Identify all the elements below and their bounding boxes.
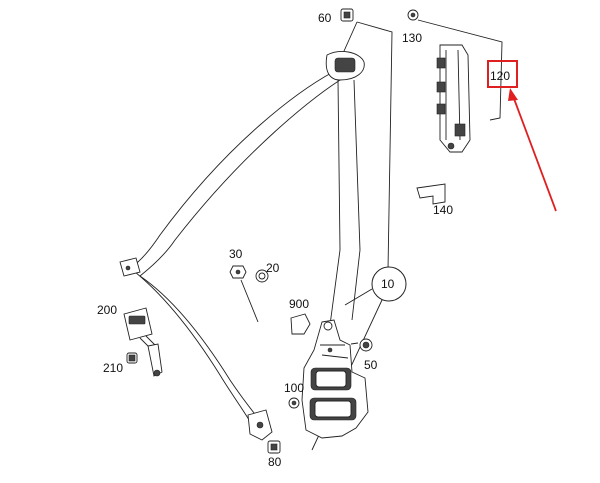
buckle-200: 200 — [97, 303, 163, 377]
callout-60: 60 — [318, 11, 332, 25]
arrow-head-icon — [508, 88, 518, 101]
nut-30-icon: 30 — [229, 247, 259, 323]
lap-anchor — [119, 257, 141, 277]
callout-130: 130 — [402, 31, 422, 45]
callout-900: 900 — [289, 297, 309, 311]
callout-120: 120 — [490, 69, 510, 83]
bolt-80-icon: 80 — [267, 440, 282, 469]
bolt-210-icon: 210 — [103, 352, 138, 375]
retractor-assembly — [301, 319, 369, 439]
belt-webbing — [129, 51, 365, 426]
callout-10: 10 — [381, 277, 395, 291]
callout-20: 20 — [266, 261, 280, 275]
cap-20-icon: 20 — [255, 261, 280, 283]
callout-100: 100 — [284, 381, 304, 395]
callout-circle-10: 10 — [344, 266, 407, 306]
clip-140-icon: 140 — [416, 183, 453, 217]
callout-210: 210 — [103, 361, 123, 375]
bolt-60-icon: 60 — [318, 8, 354, 25]
callout-30: 30 — [229, 247, 243, 261]
height-adjuster-120 — [436, 44, 471, 153]
label-900-icon: 900 — [289, 297, 311, 335]
callout-140: 140 — [433, 203, 453, 217]
screw-130-icon: 130 — [402, 9, 422, 45]
lower-anchor-plate — [247, 409, 273, 441]
callout-200: 200 — [97, 303, 117, 317]
highlight-120: 120 — [487, 60, 557, 212]
bolt-50-icon: 50 — [350, 338, 378, 372]
callout-80: 80 — [268, 455, 282, 469]
screw-100-icon: 100 — [284, 381, 304, 409]
callout-50: 50 — [364, 358, 378, 372]
